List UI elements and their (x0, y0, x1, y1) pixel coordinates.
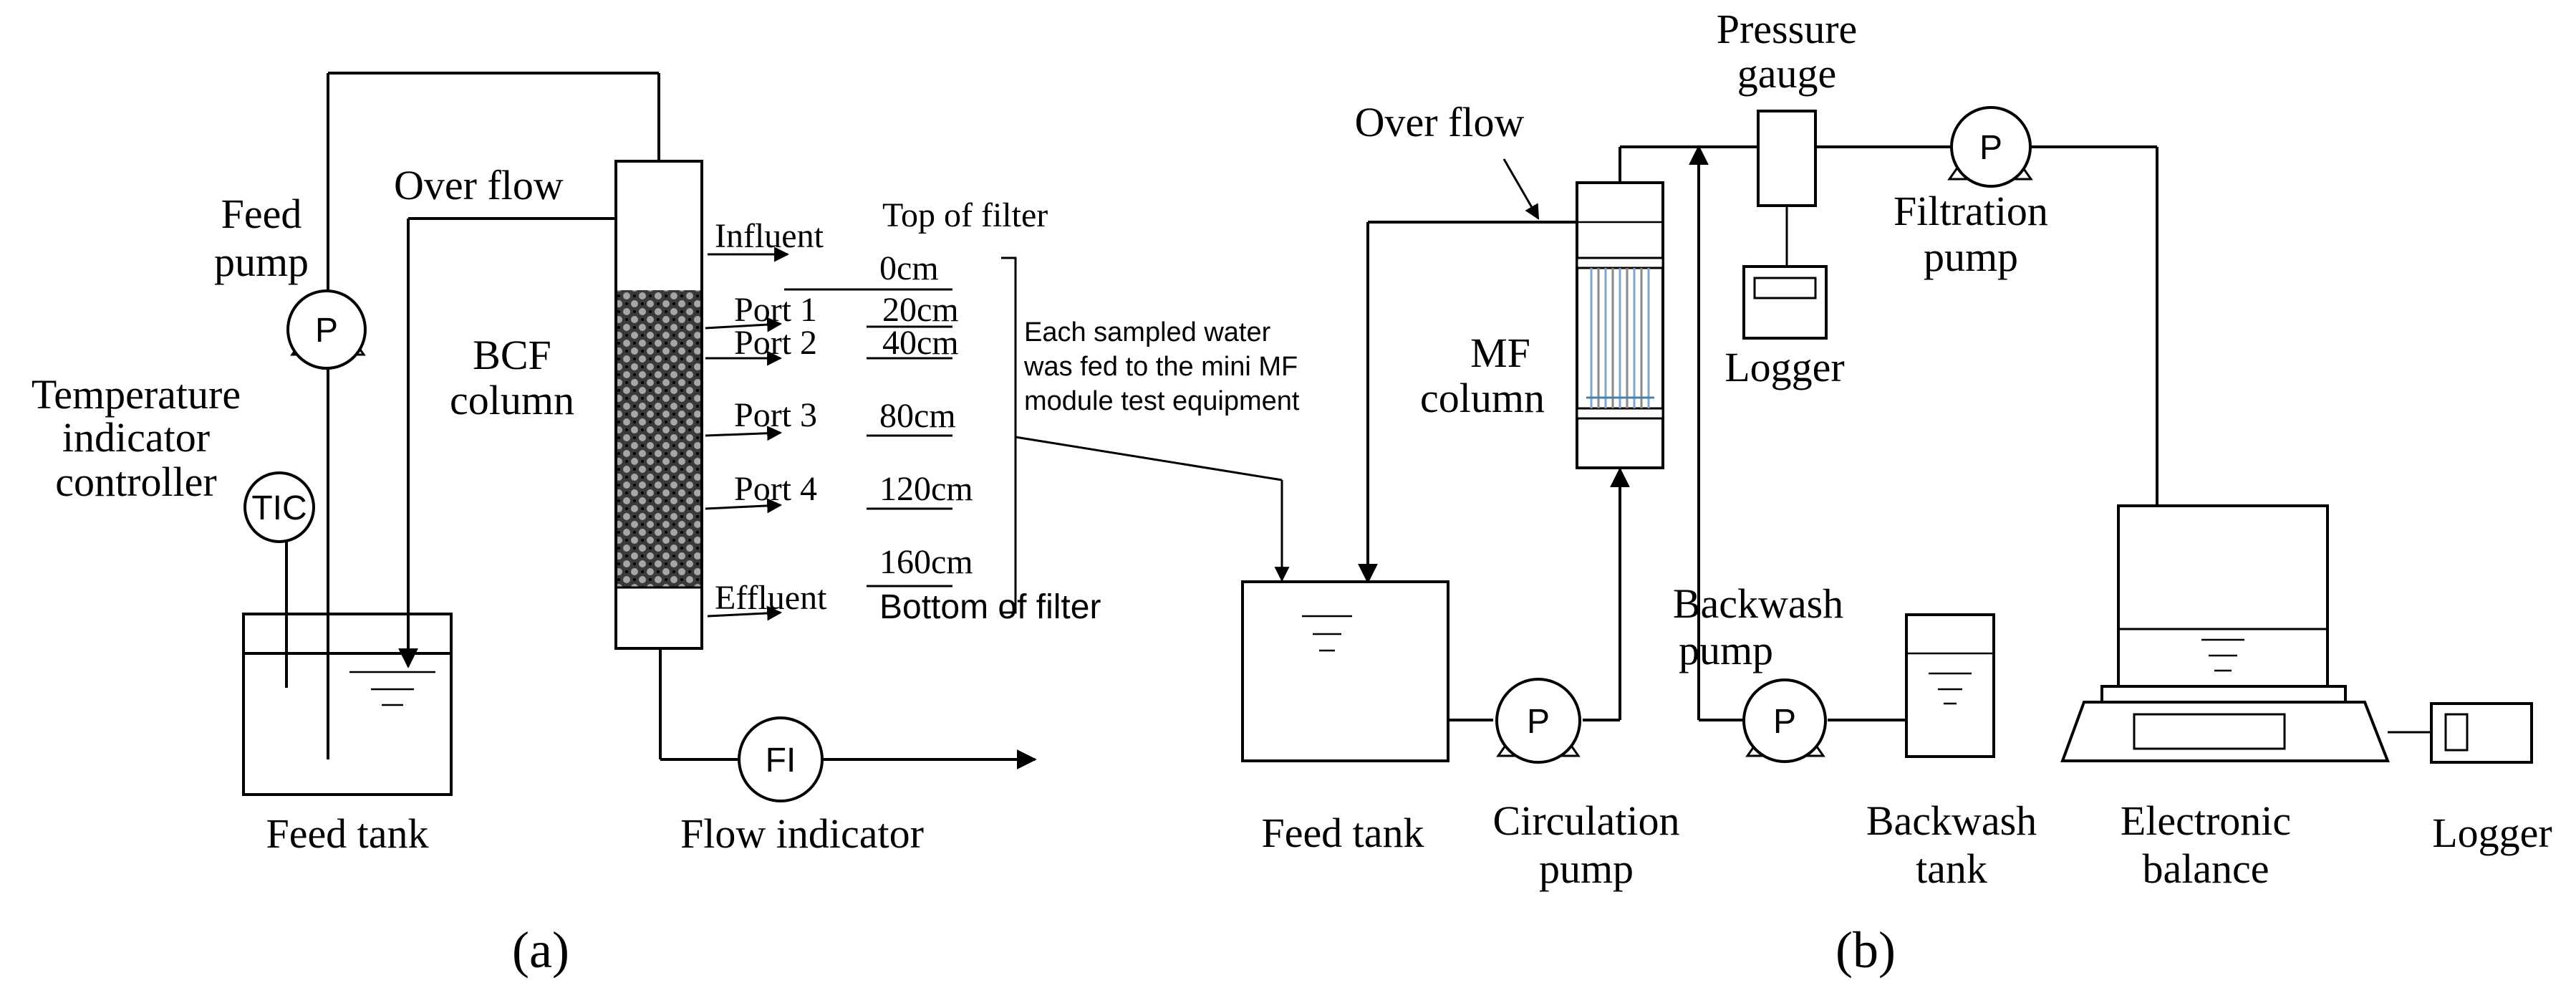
pressure-gauge-label-2: gauge (1737, 50, 1837, 97)
backwash-tank-label-1: Backwash (1866, 797, 2037, 844)
depth-160: 160cm (879, 543, 973, 581)
pressure-gauge-label-1: Pressure (1717, 6, 1858, 52)
flow-indicator-icon: FI (738, 716, 824, 802)
mf-column-label-2: column (1420, 375, 1545, 421)
panel-a-label: (a) (512, 921, 569, 979)
panel-b: P (1241, 6, 2552, 979)
effluent-label: Effluent (715, 579, 827, 617)
over-flow-label-b: Over flow (1355, 99, 1525, 145)
circulation-pump-symbol: P (1527, 703, 1550, 741)
influent-label: Influent (715, 217, 824, 255)
temperature-controller-icon: TIC (243, 471, 315, 543)
depth-80: 80cm (879, 397, 956, 435)
electronic-balance-label-2: balance (2142, 845, 2269, 892)
feed-pump-label-2: pump (214, 239, 309, 285)
circulation-pump-label-1: Circulation (1493, 797, 1680, 844)
fi-symbol: FI (766, 742, 796, 779)
port-2-label: Port 2 (734, 324, 817, 362)
depth-40: 40cm (882, 324, 959, 362)
backwash-tank (1905, 613, 1995, 758)
mf-membrane-fibers (1586, 268, 1654, 408)
filtration-pump-label-2: pump (1924, 234, 2018, 280)
filtration-pump-label-1: Filtration (1894, 188, 2048, 234)
logger-top-label: Logger (1724, 344, 1845, 390)
feed-pump-icon: P (286, 289, 367, 370)
feed-tank-a-label: Feed tank (266, 810, 428, 857)
tic-symbol: TIC (251, 489, 307, 527)
top-of-filter-label: Top of filter (882, 196, 1048, 234)
temperature-label-3: controller (55, 459, 216, 505)
logger-right-label: Logger (2432, 810, 2552, 856)
temperature-label-2: indicator (62, 414, 210, 461)
port-4-label: Port 4 (734, 470, 817, 508)
sampling-note-3: module test equipment (1024, 386, 1300, 416)
panel-b-label: (b) (1835, 921, 1896, 979)
feed-pump-label-1: Feed (221, 191, 302, 237)
feed-tank-a (242, 613, 453, 796)
backwash-pump-label-2: pump (1679, 627, 1773, 673)
sampling-note-2: was fed to the mini MF (1023, 352, 1298, 382)
sampling-note-1: Each sampled water (1024, 317, 1271, 347)
feed-pump-symbol: P (315, 312, 338, 350)
circulation-pump-label-2: pump (1539, 845, 1634, 892)
depth-20: 20cm (882, 291, 959, 329)
filtration-pump-symbol: P (1979, 129, 2002, 167)
temperature-label-1: Temperature (32, 371, 241, 418)
over-flow-label-a: Over flow (394, 162, 564, 208)
panel-a: P TIC (32, 72, 1300, 979)
port-1-label: Port 1 (734, 291, 817, 329)
port-3-label: Port 3 (734, 396, 817, 434)
bottom-of-filter-label: Bottom of filter (879, 588, 1101, 626)
backwash-pump-icon: P (1742, 678, 1827, 763)
depth-0: 0cm (879, 249, 939, 287)
electronic-balance (2060, 504, 2390, 762)
backwash-tank-label-2: tank (1916, 845, 1987, 892)
filtration-pump-icon: P (1947, 106, 2033, 188)
electronic-balance-label-1: Electronic (2121, 797, 2291, 844)
backwash-pump-label-1: Backwash (1673, 580, 1843, 627)
bcf-column-label-2: column (450, 377, 574, 423)
mf-column-label-1: MF (1470, 330, 1530, 376)
depth-120: 120cm (879, 470, 973, 508)
feed-tank-b-label: Feed tank (1261, 810, 1424, 856)
backwash-pump-symbol: P (1773, 703, 1796, 741)
filter-media (617, 290, 700, 587)
bcf-column-label-1: BCF (473, 332, 551, 378)
flow-indicator-label: Flow indicator (680, 810, 924, 857)
circulation-pump-icon: P (1495, 678, 1581, 764)
pressure-gauge-box (1757, 110, 1817, 207)
